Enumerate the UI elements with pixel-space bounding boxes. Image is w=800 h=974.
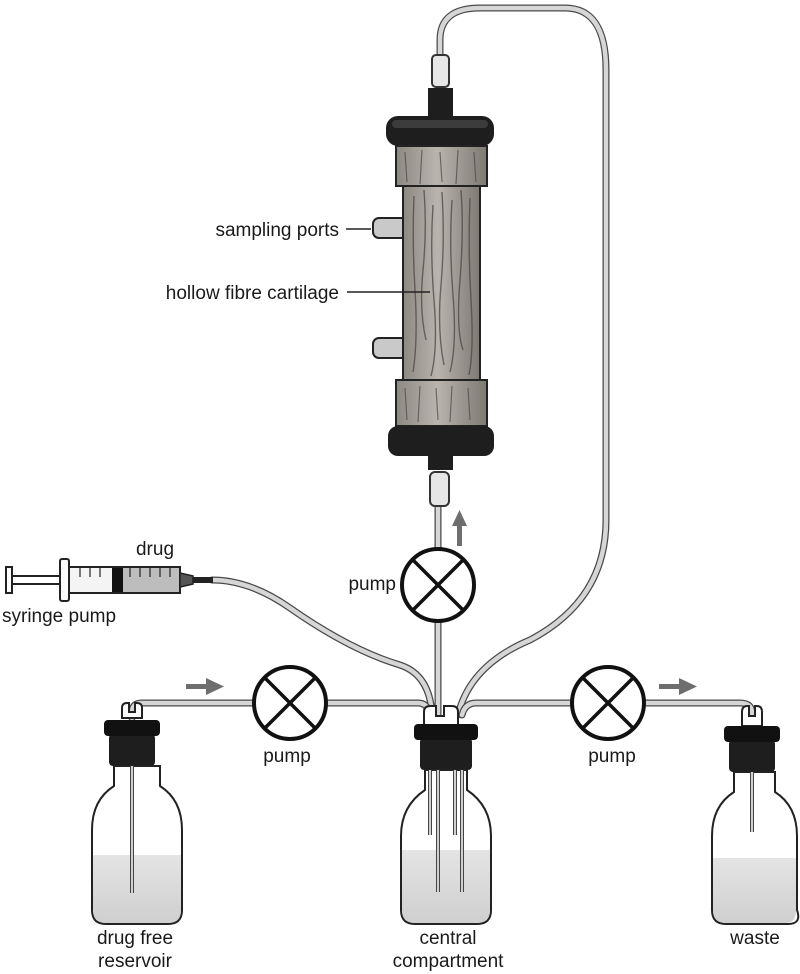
reservoir-label-line2: reservoir <box>98 951 173 972</box>
reservoir-label-line1: drug free <box>97 928 173 949</box>
waste-liquid <box>713 858 796 923</box>
syringe-drug-fill <box>123 568 179 592</box>
pump-top-label: pump <box>348 574 396 595</box>
hollow-fibre-cartridge <box>372 54 494 507</box>
reservoir-bottle <box>91 702 183 925</box>
syringe-pump-label: syringe pump <box>2 606 116 627</box>
pump-top <box>400 547 476 623</box>
hollow-fibre-label: hollow fibre cartilage <box>166 283 339 304</box>
sampling-ports-label: sampling ports <box>215 220 339 241</box>
reservoir-liquid <box>93 855 181 923</box>
pump-right-label: pump <box>588 746 636 767</box>
central-bottle <box>400 705 492 925</box>
tubing <box>128 4 756 722</box>
waste-label: waste <box>729 928 780 949</box>
flow-arrow-right-left-icon <box>186 678 224 695</box>
central-label-line1: central <box>419 928 476 949</box>
drug-label: drug <box>136 539 174 560</box>
flow-arrow-up-icon <box>452 510 467 546</box>
pump-left <box>252 665 328 741</box>
pump-right <box>570 665 646 741</box>
pump-left-label: pump <box>263 746 311 767</box>
flow-arrow-right-right-icon <box>659 678 697 695</box>
waste-bottle <box>711 705 800 925</box>
central-label-line2: compartment <box>393 951 505 972</box>
central-liquid <box>402 850 490 923</box>
bottom-cap <box>388 426 494 456</box>
syringe <box>5 558 213 602</box>
